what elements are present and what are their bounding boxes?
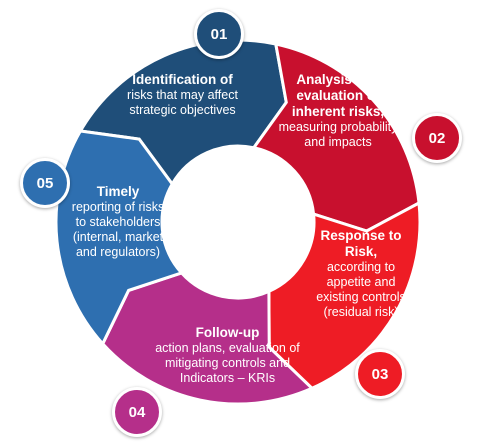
step-4-badge: 04	[112, 387, 162, 437]
step-4-text: Follow-up action plans, evaluation of mi…	[140, 325, 315, 386]
step-1-badge: 01	[194, 9, 244, 59]
step-3-body: according to appetite and existing contr…	[316, 260, 406, 319]
step-1-title: Identification of	[132, 72, 233, 87]
step-3-title: Response to Risk,	[320, 228, 402, 259]
step-4-title: Follow-up	[195, 325, 260, 340]
step-2-badge: 02	[412, 113, 462, 163]
step-5-text: Timely reporting of risks to stakeholder…	[68, 184, 168, 260]
step-1-text: Identification of risks that may affect …	[110, 72, 255, 118]
step-2-title: Analysis and evaluation of inherent risk…	[291, 72, 385, 119]
step-5-body: reporting of risks to stakeholders (inte…	[71, 200, 165, 259]
center-hole	[162, 146, 314, 298]
step-4-body: action plans, evaluation of mitigating c…	[155, 341, 300, 385]
cycle-segments	[54, 38, 422, 406]
step-3-badge: 03	[355, 349, 405, 399]
step-2-text: Analysis and evaluation of inherent risk…	[272, 72, 404, 150]
step-3-text: Response to Risk, according to appetite …	[312, 228, 410, 320]
step-1-body: risks that may affect strategic objectiv…	[127, 88, 238, 117]
step-2-body: measuring probability and impacts	[278, 120, 398, 149]
step-5-badge: 05	[20, 158, 70, 208]
step-5-title: Timely	[96, 184, 140, 199]
